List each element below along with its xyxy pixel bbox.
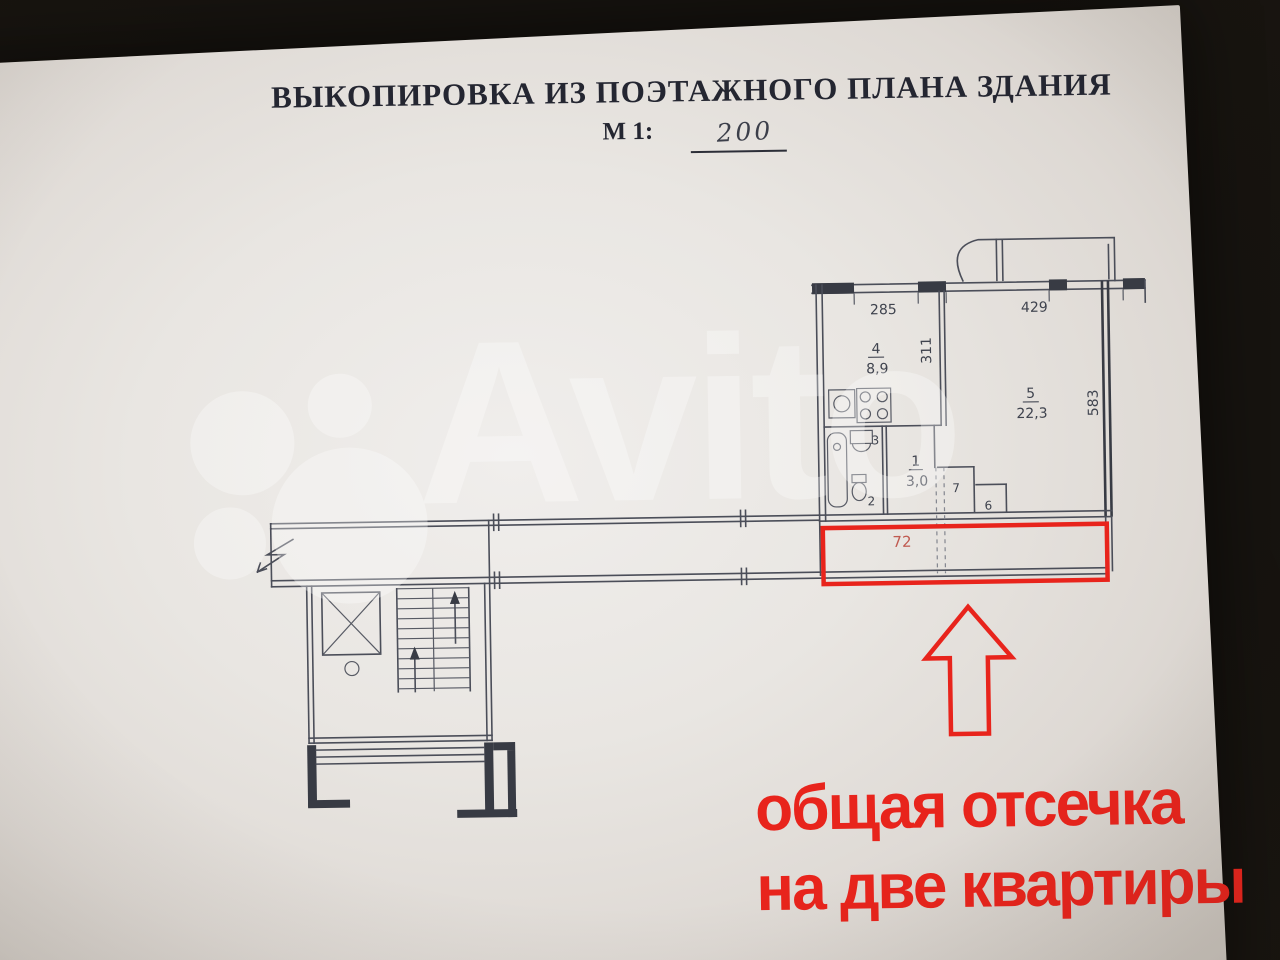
plan-labels: 285 429 311 583 4 8,9 5 22,3 1 3,0 3 2 7… <box>866 300 1102 551</box>
highlight-rectangle <box>820 521 1110 587</box>
dim-429: 429 <box>1021 300 1048 316</box>
balcony <box>956 236 1116 282</box>
room-1-number: 1 <box>911 454 920 470</box>
stairs <box>395 586 472 693</box>
apartment-outline <box>811 278 1147 576</box>
label-storage-6: 6 <box>985 498 993 512</box>
dim-583: 583 <box>1086 389 1102 416</box>
bathroom-fixtures <box>826 429 874 508</box>
room-4-area: 8,9 <box>866 361 889 377</box>
dim-311: 311 <box>919 337 935 364</box>
stair-arrow-down-icon <box>409 646 420 660</box>
label-bath: 2 <box>867 494 875 508</box>
corridor-mark-72: 72 <box>892 533 911 551</box>
elevator-shaft <box>320 591 382 677</box>
arrow-up-icon <box>921 603 1017 737</box>
dim-285: 285 <box>870 302 897 318</box>
label-storage-7: 7 <box>952 481 960 495</box>
entrance-porch <box>307 741 518 818</box>
corridor <box>269 509 1108 590</box>
label-sink: 3 <box>871 433 879 447</box>
stairwell <box>305 519 493 745</box>
room-5-number: 5 <box>1026 386 1035 402</box>
room-5-area: 22,3 <box>1016 406 1047 422</box>
room-4-number: 4 <box>871 341 880 357</box>
room-1-area: 3,0 <box>906 473 929 489</box>
stair-arrow-up-icon <box>449 590 460 605</box>
annotation-line1: общая отсечка <box>754 765 1183 845</box>
electrical-symbol <box>256 538 294 574</box>
annotation-line2: на две квартиры <box>755 844 1246 925</box>
kitchen-fixtures <box>828 387 892 424</box>
